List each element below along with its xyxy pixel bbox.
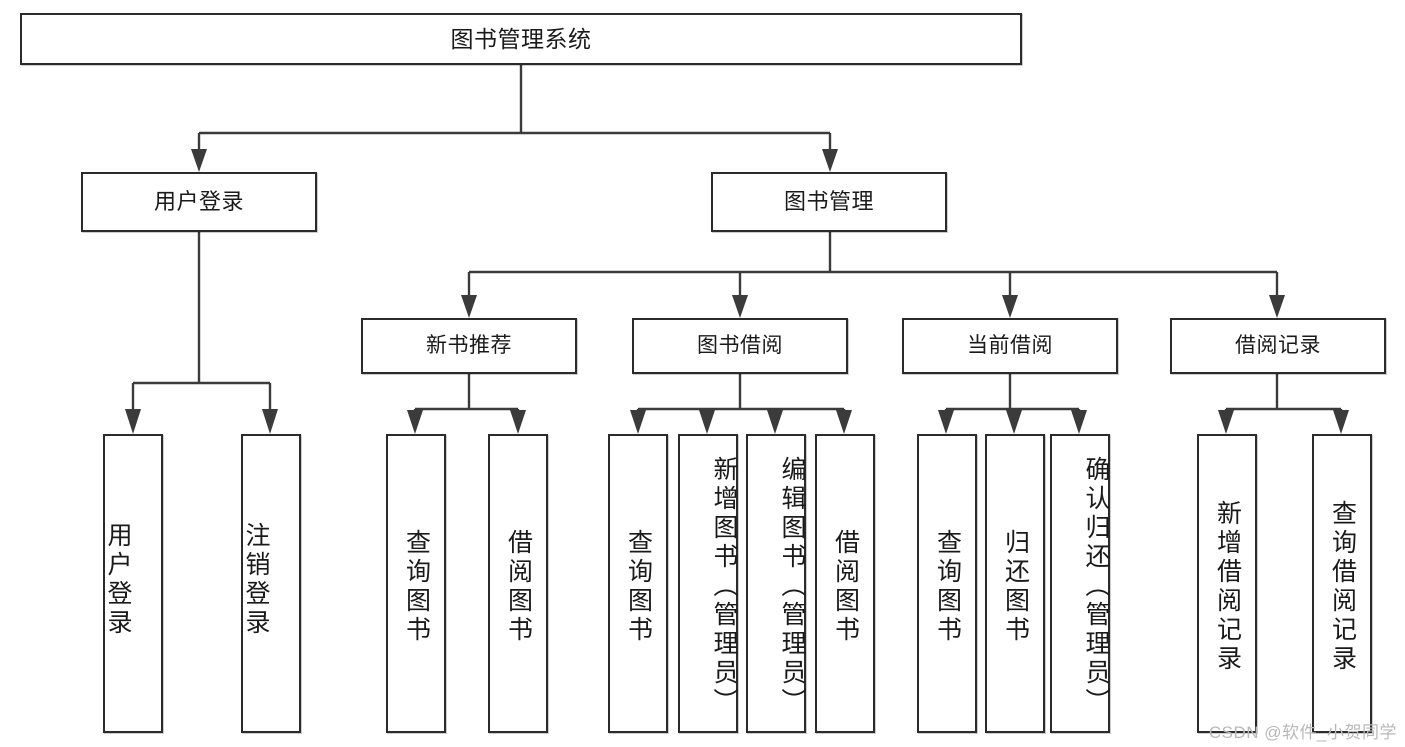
node-label: 查询图书 xyxy=(624,528,653,645)
node-label: 新增借阅记录 xyxy=(1213,499,1242,674)
node-leaf-query-record[interactable]: 查询借阅记录 xyxy=(1312,434,1372,733)
arrowhead-current-borrow xyxy=(1002,295,1018,318)
arrowhead-leaf-edit-book xyxy=(767,410,783,434)
node-label: 借阅图书 xyxy=(831,528,860,645)
node-user-login[interactable]: 用户登录 xyxy=(81,172,317,232)
arrowhead-leaf-return-book xyxy=(1006,410,1022,434)
arrowhead-borrow-record xyxy=(1269,295,1285,318)
node-label: 归还图书 xyxy=(1001,528,1030,645)
node-label: 图书借阅 xyxy=(697,334,783,358)
node-label: 确认归还（管理员） xyxy=(1082,456,1110,717)
node-label: 图书管理 xyxy=(783,188,874,214)
arrowhead-leaf-borrow-book-2 xyxy=(836,410,852,434)
arrowhead-new-book-recommend xyxy=(461,295,477,318)
node-leaf-user-login[interactable]: 用户登录 xyxy=(103,434,163,733)
csdn-watermark: CSDN @软件_小贺同学 xyxy=(1208,723,1397,742)
node-leaf-return-book[interactable]: 归还图书 xyxy=(985,434,1045,733)
arrowhead-leaf-logout xyxy=(262,409,278,434)
node-leaf-edit-book[interactable]: 编辑图书（管理员） xyxy=(746,434,806,733)
node-borrow-record[interactable]: 借阅记录 xyxy=(1170,318,1386,374)
node-label: 借阅记录 xyxy=(1235,334,1321,358)
node-label: 当前借阅 xyxy=(967,334,1053,358)
node-label: 注销登录 xyxy=(242,521,270,638)
arrowhead-leaf-borrow-book-1 xyxy=(510,410,526,434)
node-book-borrow[interactable]: 图书借阅 xyxy=(632,318,848,374)
node-label: 查询图书 xyxy=(402,528,431,645)
node-new-book-recommend[interactable]: 新书推荐 xyxy=(361,318,577,374)
node-book-management[interactable]: 图书管理 xyxy=(711,172,947,232)
node-label: 查询图书 xyxy=(933,528,962,645)
node-leaf-query-book-1[interactable]: 查询图书 xyxy=(386,434,446,733)
node-label: 图书管理系统 xyxy=(450,25,592,52)
arrowhead-leaf-query-book-3 xyxy=(938,410,954,434)
arrowhead-leaf-user-login xyxy=(125,409,141,434)
node-label: 新书推荐 xyxy=(426,334,512,358)
node-leaf-query-book-2[interactable]: 查询图书 xyxy=(608,434,668,733)
arrowhead-leaf-query-book-2 xyxy=(630,410,646,434)
arrowhead-userlogin xyxy=(191,149,207,172)
node-label: 新增图书（管理员） xyxy=(710,456,738,717)
arrowhead-leaf-confirm-return xyxy=(1071,410,1087,434)
node-leaf-borrow-book-1[interactable]: 借阅图书 xyxy=(488,434,548,733)
node-current-borrow[interactable]: 当前借阅 xyxy=(902,318,1118,374)
arrowhead-bookmgmt xyxy=(822,149,838,172)
node-book-management-system[interactable]: 图书管理系统 xyxy=(20,13,1022,65)
node-leaf-logout[interactable]: 注销登录 xyxy=(241,434,301,733)
node-label: 借阅图书 xyxy=(504,528,533,645)
node-label: 编辑图书（管理员） xyxy=(778,456,806,717)
node-leaf-confirm-return[interactable]: 确认归还（管理员） xyxy=(1050,434,1110,733)
node-label: 用户登录 xyxy=(104,521,132,638)
arrowhead-book-borrow xyxy=(732,295,748,318)
node-label: 查询借阅记录 xyxy=(1328,499,1357,674)
arrowhead-leaf-add-book xyxy=(699,410,715,434)
node-leaf-borrow-book-2[interactable]: 借阅图书 xyxy=(815,434,875,733)
arrowhead-leaf-query-record xyxy=(1333,410,1349,434)
node-label: 用户登录 xyxy=(153,188,244,214)
arrowhead-leaf-query-book-1 xyxy=(407,410,423,434)
node-leaf-query-book-3[interactable]: 查询图书 xyxy=(917,434,977,733)
node-leaf-add-book[interactable]: 新增图书（管理员） xyxy=(678,434,738,733)
node-leaf-add-record[interactable]: 新增借阅记录 xyxy=(1197,434,1257,733)
arrowhead-leaf-add-record xyxy=(1218,410,1234,434)
